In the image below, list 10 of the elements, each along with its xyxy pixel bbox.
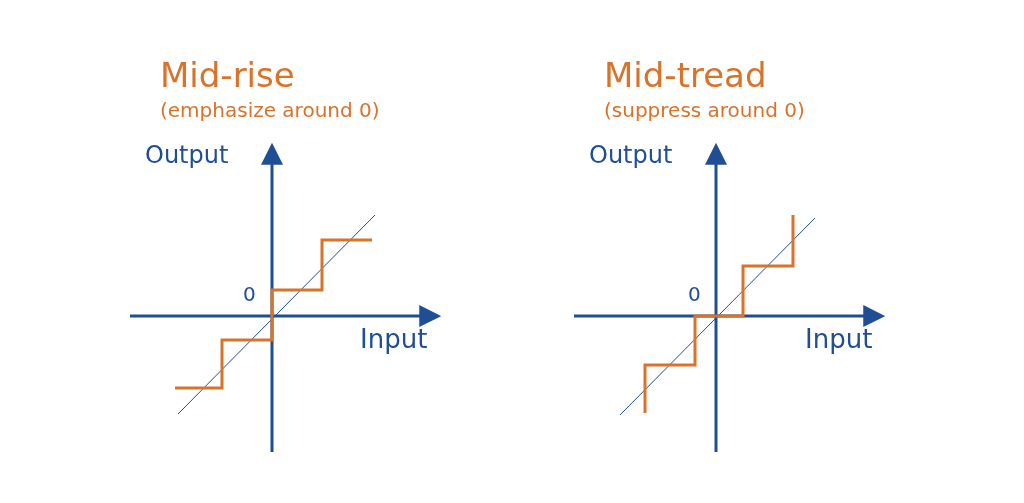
origin-label: 0: [688, 284, 701, 304]
axis-label: Output: [145, 143, 229, 167]
axis-label: Input: [360, 326, 428, 352]
origin-label: 0: [243, 284, 256, 304]
axis-label: Output: [589, 143, 673, 167]
panel-title: Mid-rise: [160, 58, 295, 92]
panel-subtitle: (emphasize around 0): [160, 100, 380, 120]
axis-label: Input: [805, 326, 873, 352]
panel-subtitle: (suppress around 0): [604, 100, 805, 120]
panel-title: Mid-tread: [604, 58, 767, 92]
